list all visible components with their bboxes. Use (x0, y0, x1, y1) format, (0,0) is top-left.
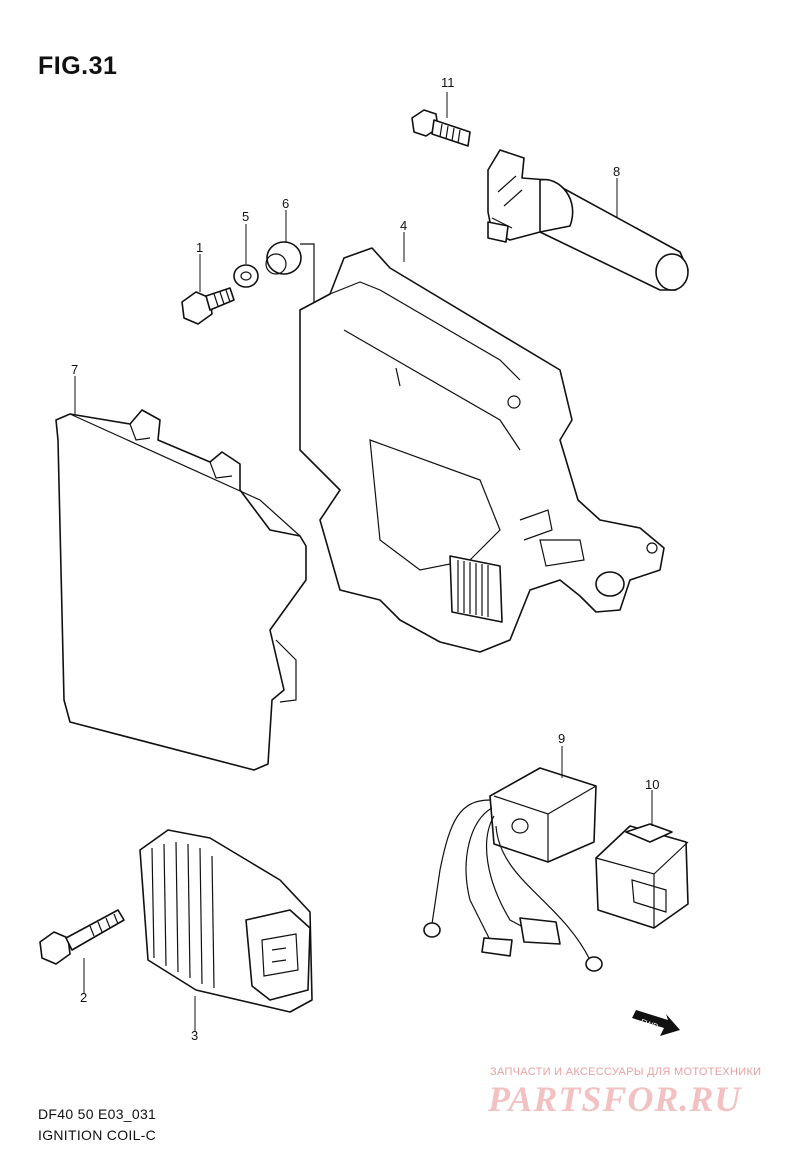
part-2-bolt (39, 909, 125, 965)
part-10-cap (595, 823, 689, 929)
callout-1: 1 (196, 240, 203, 255)
callout-8: 8 (613, 164, 620, 179)
callout-4: 4 (400, 218, 407, 233)
callout-11: 11 (441, 75, 455, 90)
figure-description: IGNITION COIL-C (38, 1127, 157, 1143)
part-11-bolt (411, 109, 471, 147)
figure-title: FIG.31 (38, 52, 118, 80)
callout-2: 2 (80, 990, 87, 1005)
watermark-tagline: ЗАПЧАСТИ И АКСЕССУАРЫ ДЛЯ МОТОТЕХНИКИ (490, 1066, 762, 1078)
part-4-bracket (299, 247, 665, 653)
callout-6: 6 (282, 196, 289, 211)
watermark-logo: PARTSFOR.RU (488, 1079, 742, 1119)
part-5-washer (233, 264, 259, 288)
callout-3: 3 (191, 1028, 198, 1043)
callout-5: 5 (242, 209, 249, 224)
callouts: 11 8 5 6 1 4 7 9 10 2 3 (71, 75, 659, 1043)
part-6-grommet (265, 241, 315, 310)
part-1-bolt (181, 287, 235, 325)
fwd-arrow-icon: FWD (632, 1010, 680, 1036)
part-9-regulator-harness (423, 767, 603, 972)
callout-9: 9 (558, 731, 565, 746)
figure-code: DF40 50 E03_031 (38, 1106, 157, 1122)
callout-10: 10 (645, 777, 659, 792)
leader-lines (74, 92, 653, 1032)
part-3-rectifier (139, 829, 313, 1013)
callout-7: 7 (71, 362, 78, 377)
part-7-cover (55, 409, 307, 771)
part-8-ignition-coil (487, 149, 689, 291)
